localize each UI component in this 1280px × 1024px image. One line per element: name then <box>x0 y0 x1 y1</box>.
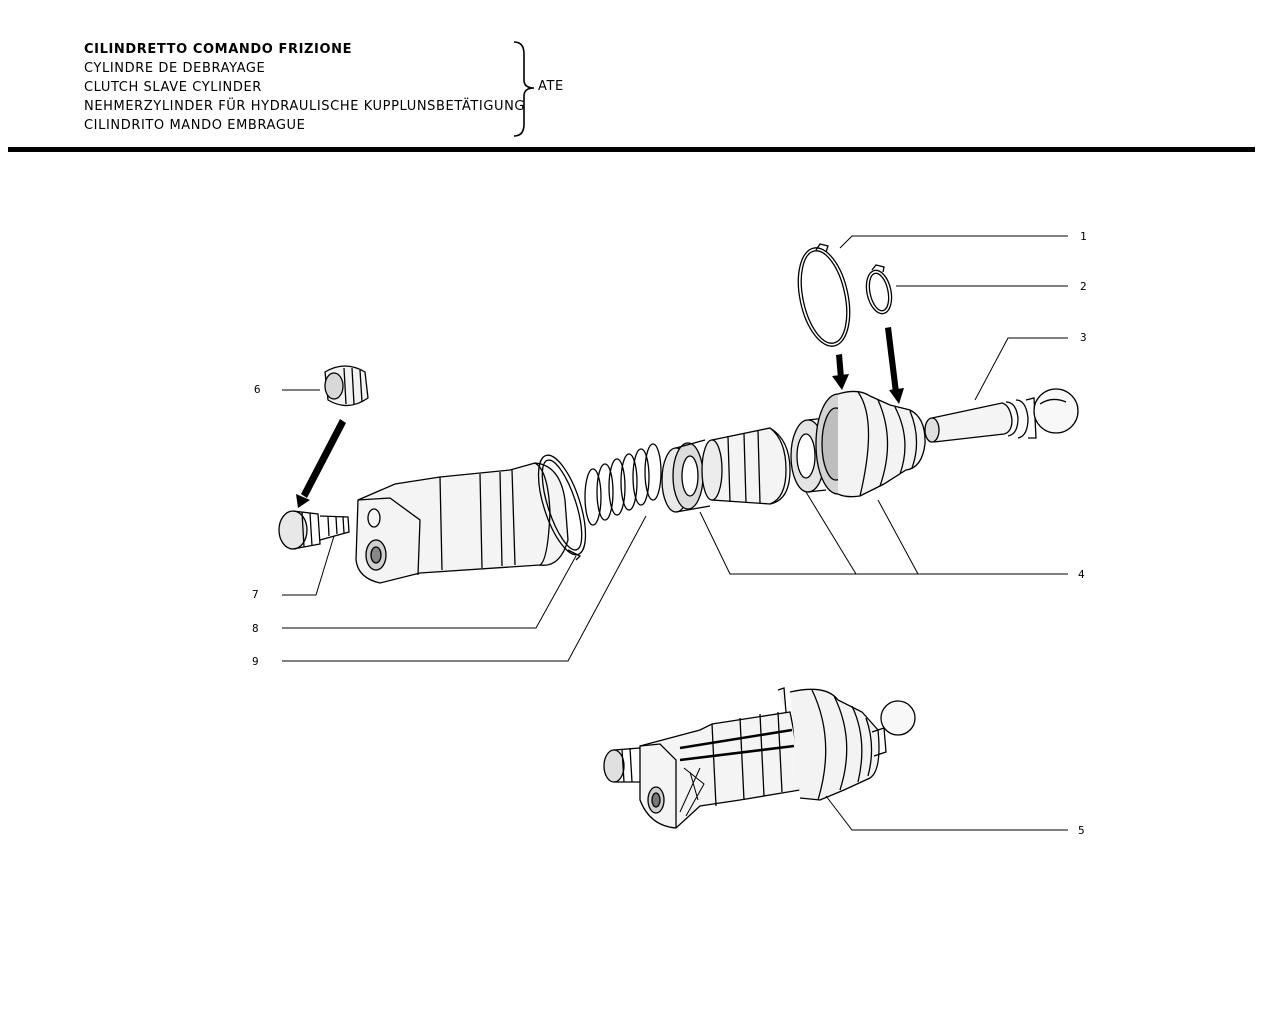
bleeder-screw-part <box>278 510 350 550</box>
circlip-part <box>537 454 587 561</box>
callout-2: 2 <box>1080 280 1087 293</box>
seal-cup-part <box>661 439 711 513</box>
callout-8: 8 <box>252 622 259 635</box>
dust-boot-part <box>815 390 926 498</box>
bleeder-cap-part <box>324 365 369 407</box>
title-spanish: CILINDRITO MANDO EMBRAGUE <box>84 118 306 133</box>
callout-6: 6 <box>254 383 261 396</box>
assembled-cylinder-part <box>603 687 916 829</box>
piston-part <box>701 427 791 505</box>
callout-7: 7 <box>252 588 259 601</box>
title-english: CLUTCH SLAVE CYLINDER <box>84 80 262 95</box>
header-divider <box>8 147 1255 152</box>
spring-part <box>584 443 662 526</box>
title-german: NEHMERZYLINDER FÜR HYDRAULISCHE KUPPLUNS… <box>84 99 526 114</box>
title-block: CILINDRETTO COMANDO FRIZIONE CYLINDRE DE… <box>84 40 525 135</box>
callout-3: 3 <box>1080 331 1087 344</box>
cylinder-body-part <box>355 462 569 584</box>
callout-9: 9 <box>252 655 259 668</box>
title-italian: CILINDRETTO COMANDO FRIZIONE <box>84 42 353 57</box>
title-french: CYLINDRE DE DEBRAYAGE <box>84 61 266 76</box>
push-rod-part <box>924 388 1079 443</box>
callout-4: 4 <box>1078 568 1085 581</box>
manufacturer-label: ATE <box>538 79 564 94</box>
callout-1: 1 <box>1080 230 1087 243</box>
callout-5: 5 <box>1078 824 1085 837</box>
brace-icon <box>513 41 535 137</box>
boot-clamp-large-part <box>797 243 851 347</box>
boot-clamp-small-part <box>865 264 893 315</box>
